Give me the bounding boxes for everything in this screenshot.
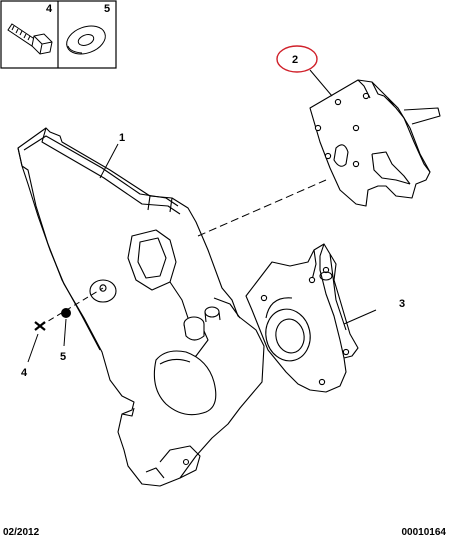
upper-bracket-part xyxy=(309,79,441,207)
highlight-circle xyxy=(276,45,318,73)
footer-reference: 00010164 xyxy=(401,527,447,538)
inset-number-4: 4 xyxy=(46,3,53,15)
timing-cover-part xyxy=(17,127,265,487)
inset-cell-5: 5 xyxy=(104,3,110,15)
callout-1: 1 xyxy=(119,132,125,144)
lower-bracket-part xyxy=(245,243,359,393)
fastener-alignment-line xyxy=(39,287,104,327)
callout-5: 5 xyxy=(60,351,66,363)
parts-inset: 4 5 xyxy=(0,0,117,69)
callout-4: 4 xyxy=(21,367,28,379)
inset-cell-4: 4 xyxy=(46,3,53,15)
callout-3: 3 xyxy=(399,298,405,310)
bolt-icon xyxy=(7,23,53,55)
leader-line-2 xyxy=(309,69,333,97)
alignment-line xyxy=(197,179,327,237)
inset-number-5: 5 xyxy=(104,3,110,15)
washer-icon xyxy=(66,25,106,55)
callout-2: 2 xyxy=(292,54,298,66)
footer-date: 02/2012 xyxy=(3,527,40,538)
screw-marker-icon xyxy=(34,321,46,331)
leader-lines xyxy=(27,143,377,363)
washer-marker-icon xyxy=(61,308,71,318)
